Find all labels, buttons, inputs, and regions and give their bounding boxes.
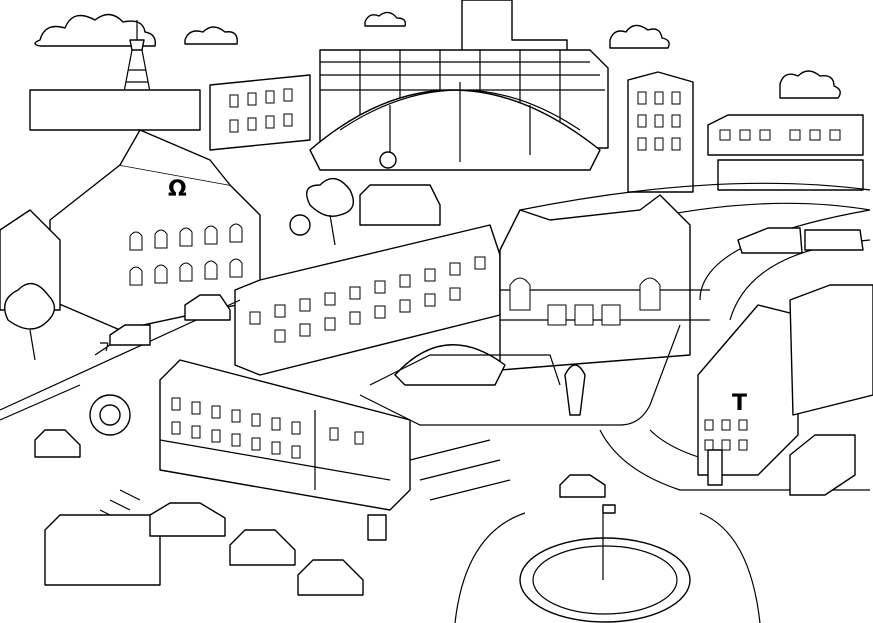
phone-character xyxy=(368,515,386,540)
car xyxy=(35,430,80,457)
ornate-hall xyxy=(500,195,710,370)
roads xyxy=(0,300,870,520)
flag xyxy=(603,505,615,513)
advertising-column xyxy=(708,450,722,485)
bird-character xyxy=(380,152,396,168)
cartoon-characters xyxy=(90,152,585,540)
vehicles xyxy=(35,185,855,595)
car xyxy=(150,503,225,536)
right-building: T xyxy=(698,285,873,485)
fountain-roundabout xyxy=(455,505,760,623)
ice-cream-character xyxy=(565,365,585,415)
robot-character xyxy=(290,215,310,235)
road-arrow xyxy=(95,343,110,355)
car xyxy=(298,560,363,595)
truck xyxy=(790,435,855,495)
bus-front-left xyxy=(45,515,160,585)
car xyxy=(110,325,150,345)
background-windows xyxy=(230,89,840,150)
row-windows xyxy=(250,257,485,342)
train xyxy=(738,228,802,253)
front-windows xyxy=(172,398,363,458)
railway-tracks xyxy=(520,183,870,320)
car xyxy=(230,530,295,565)
central-row-building xyxy=(235,225,500,375)
background-buildings xyxy=(30,0,863,192)
building-emblem: Ω xyxy=(168,177,187,202)
arched-windows xyxy=(130,224,242,285)
car xyxy=(185,295,230,320)
clouds xyxy=(35,12,840,98)
trees xyxy=(5,179,354,360)
building-sign-letter: T xyxy=(732,391,747,416)
front-row-building xyxy=(160,360,410,510)
car xyxy=(560,475,605,497)
bus-top xyxy=(360,185,440,225)
station-building: Ω xyxy=(0,130,260,330)
tv-tower xyxy=(124,20,150,92)
